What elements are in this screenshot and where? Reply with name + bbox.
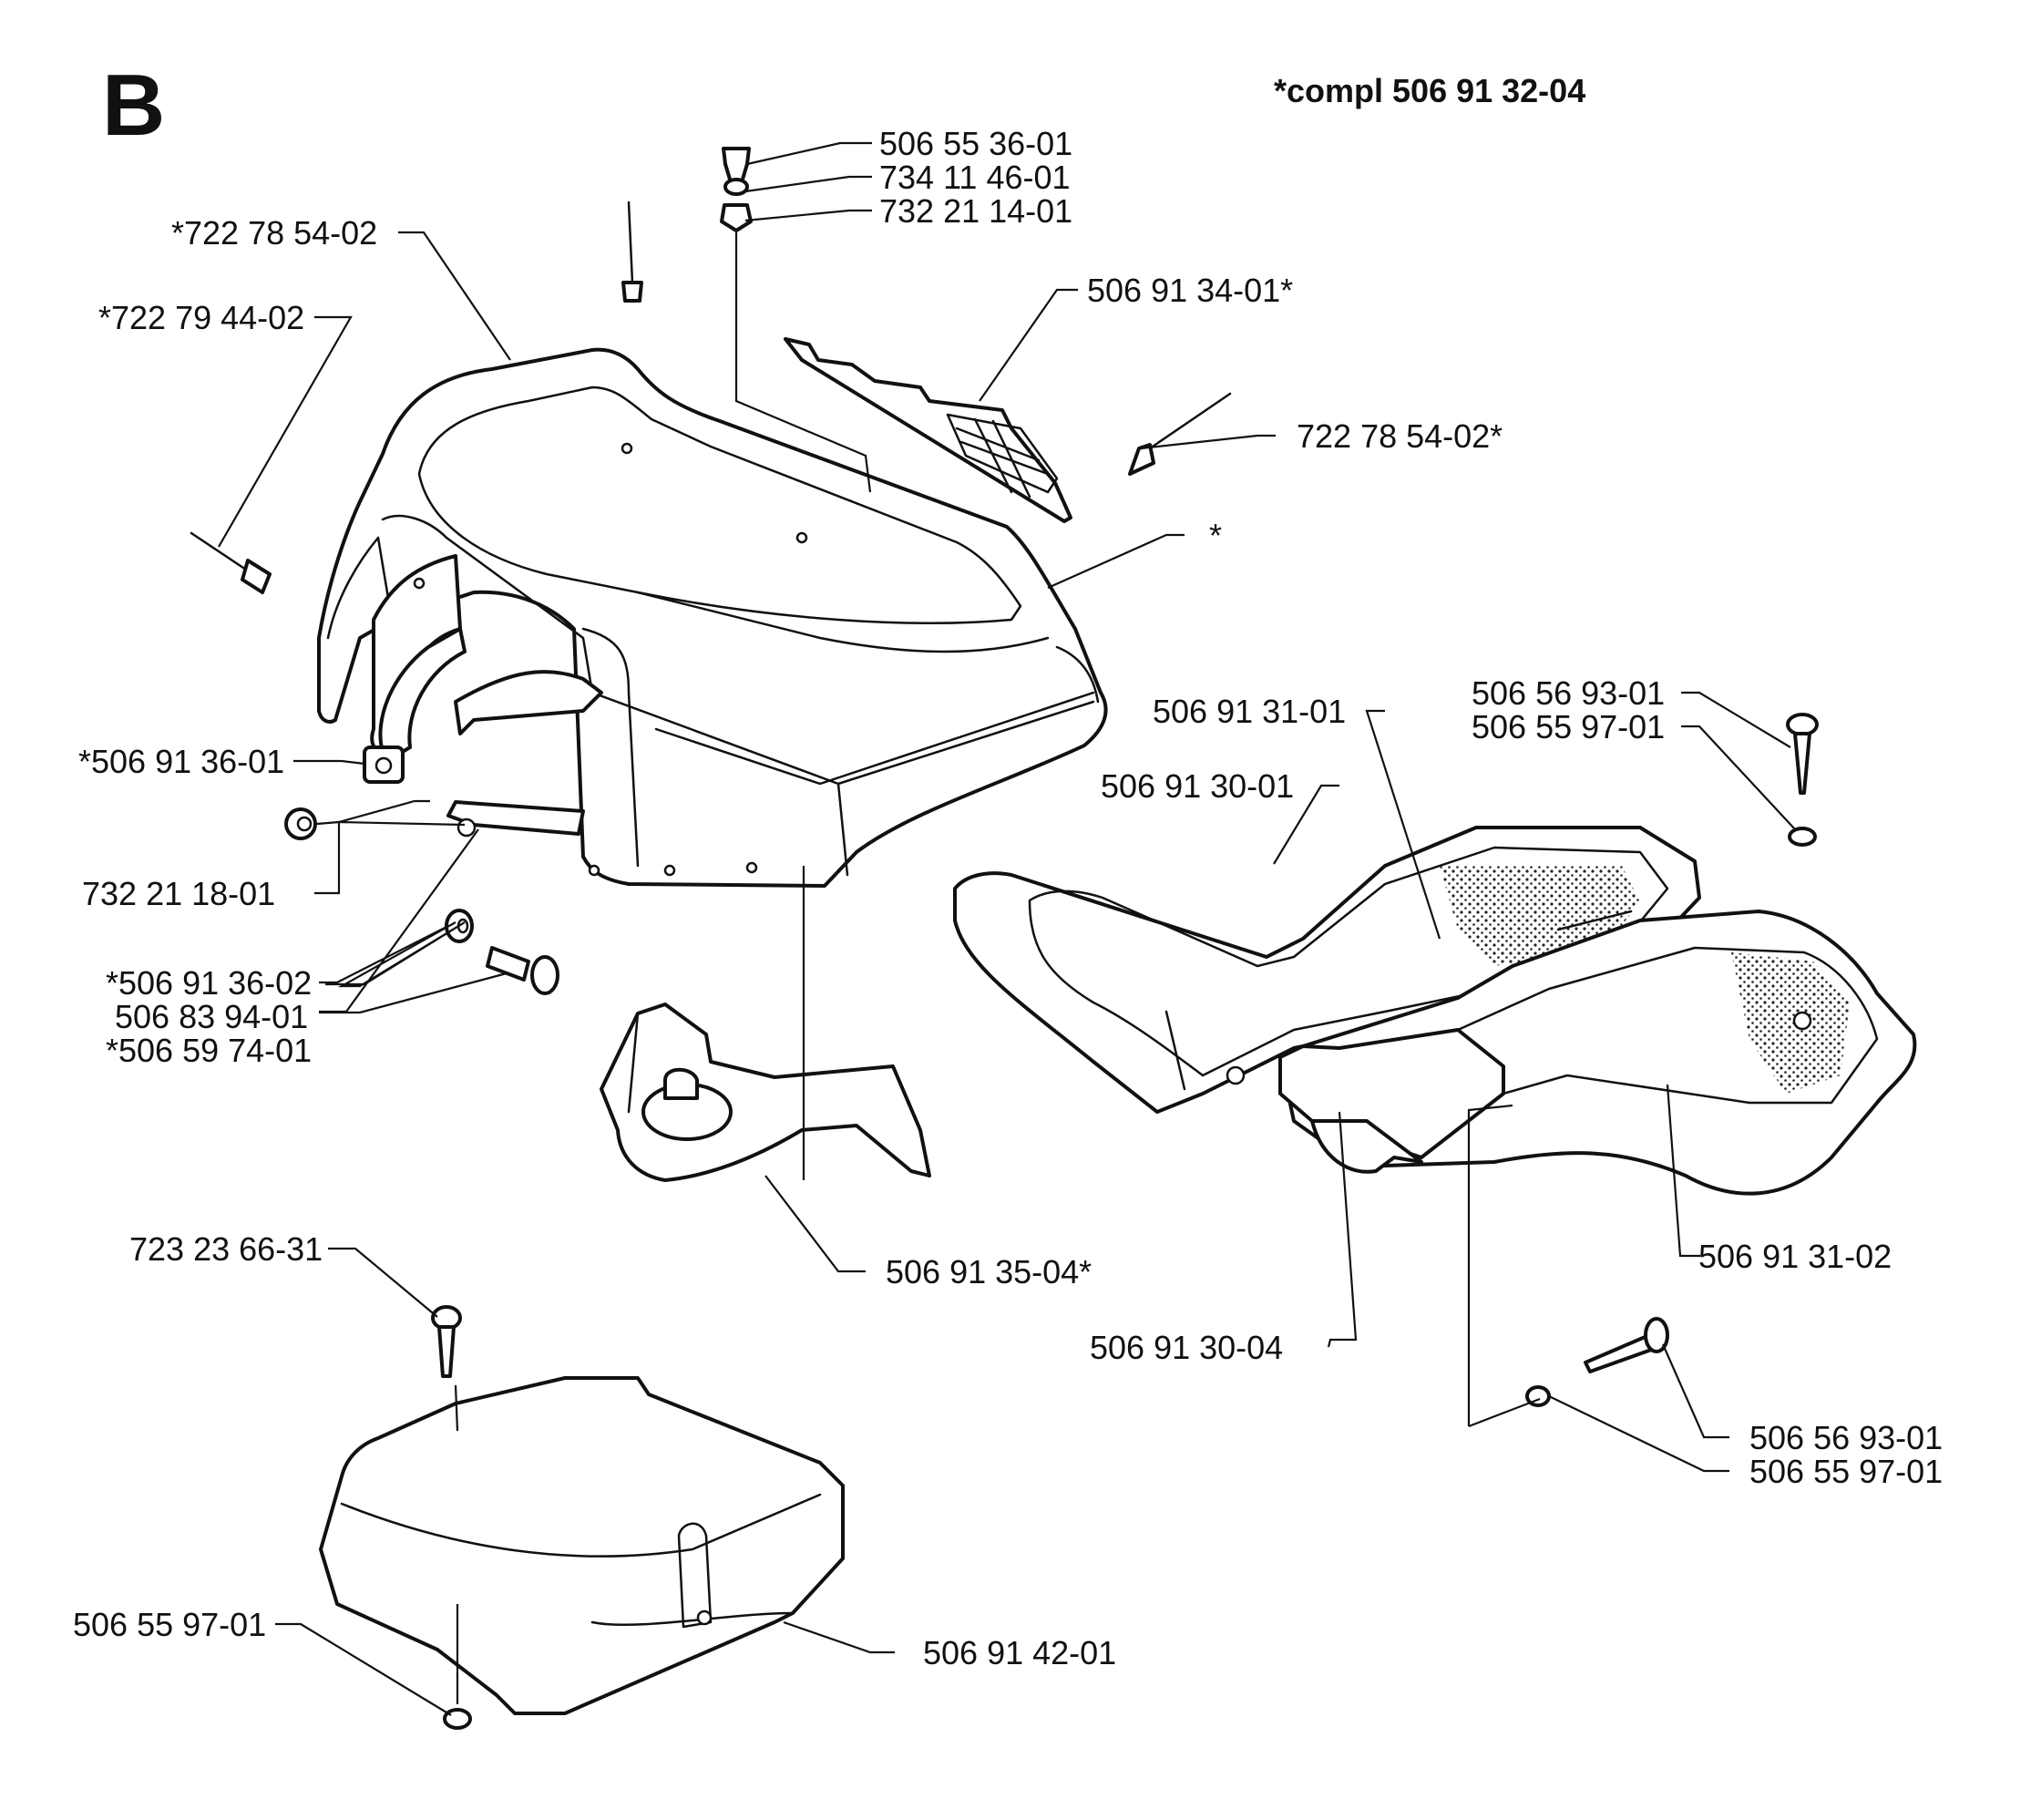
- callout-732-21-14-01: 732 21 14-01: [879, 192, 1072, 230]
- callout-506-55-97-01-bottom: 506 55 97-01: [1749, 1453, 1943, 1490]
- callout-723-23-66-31: 723 23 66-31: [129, 1230, 323, 1268]
- grille-506-91-34-01: [784, 337, 1072, 523]
- assembly-note: *compl 506 91 32-04: [1274, 72, 1585, 109]
- cover-506-91-42-01: [319, 1376, 845, 1715]
- washer-506-55-97-01-cover: [443, 1708, 472, 1730]
- bracket-506-91-36-02: [446, 800, 585, 838]
- pin-722-79-44-02: [190, 531, 272, 594]
- washer-506-55-97-01-top: [1788, 827, 1817, 847]
- screw-506-55-36-01: [722, 147, 751, 184]
- callout-506-83-94-01: 506 83 94-01: [115, 998, 308, 1035]
- bracket-506-91-36-01: [363, 627, 467, 784]
- duct-506-91-35-04: [600, 1003, 931, 1182]
- nut-732-21-18-01: [284, 807, 317, 840]
- callout-506-91-31-01: 506 91 31-01: [1153, 693, 1346, 730]
- pin-722-78-54-02-right: [1128, 392, 1232, 476]
- callout-506-91-31-02: 506 91 31-02: [1698, 1238, 1892, 1275]
- callout-labels: 506 55 36-01 734 11 46-01 732 21 14-01 *…: [73, 125, 1943, 1671]
- callout-506-91-42-01: 506 91 42-01: [923, 1634, 1116, 1671]
- bolt-506-59-74-01: [486, 946, 559, 995]
- callout-506-91-34-01: 506 91 34-01*: [1087, 272, 1293, 309]
- floor-pan-506-91-31-02: [1278, 910, 1917, 1196]
- section-letter: B: [102, 57, 165, 154]
- screw-506-56-93-01-bottom: [1584, 1317, 1669, 1373]
- callout-506-91-30-04: 506 91 30-04: [1090, 1329, 1283, 1366]
- callout-506-59-74-01: *506 59 74-01: [106, 1032, 312, 1069]
- callout-732-21-18-01: 732 21 18-01: [82, 875, 275, 912]
- callout-722-78-54-02-right: 722 78 54-02*: [1297, 417, 1503, 455]
- callout-506-55-97-01-cover: 506 55 97-01: [73, 1606, 266, 1643]
- callout-506-91-36-01: *506 91 36-01: [78, 743, 284, 780]
- callout-506-55-36-01: 506 55 36-01: [879, 125, 1072, 162]
- leader-lines: [218, 141, 1796, 1716]
- screw-723-23-66-31: [431, 1305, 462, 1378]
- screw-506-56-93-01-top: [1786, 713, 1819, 795]
- callout-506-56-93-01-top: 506 56 93-01: [1472, 674, 1665, 712]
- callout-506-91-35-04: 506 91 35-04*: [886, 1253, 1092, 1290]
- pin-722-78-54-02-top: [621, 201, 643, 303]
- callout-722-79-44-02: *722 79 44-02: [98, 299, 304, 336]
- callout-734-11-46-01: 734 11 46-01: [879, 159, 1071, 196]
- callout-506-91-30-01: 506 91 30-01: [1101, 767, 1294, 805]
- callout-506-91-36-02: *506 91 36-02: [106, 964, 312, 1002]
- callout-506-56-93-01-bottom: 506 56 93-01: [1749, 1419, 1943, 1456]
- nut-732-21-14-01: [720, 203, 753, 232]
- callout-722-78-54-02-left: *722 78 54-02: [171, 214, 377, 252]
- callout-506-55-97-01-top: 506 55 97-01: [1472, 708, 1665, 745]
- washer-734-11-46-01: [723, 178, 749, 196]
- callout-assembly-star: *: [1209, 517, 1222, 554]
